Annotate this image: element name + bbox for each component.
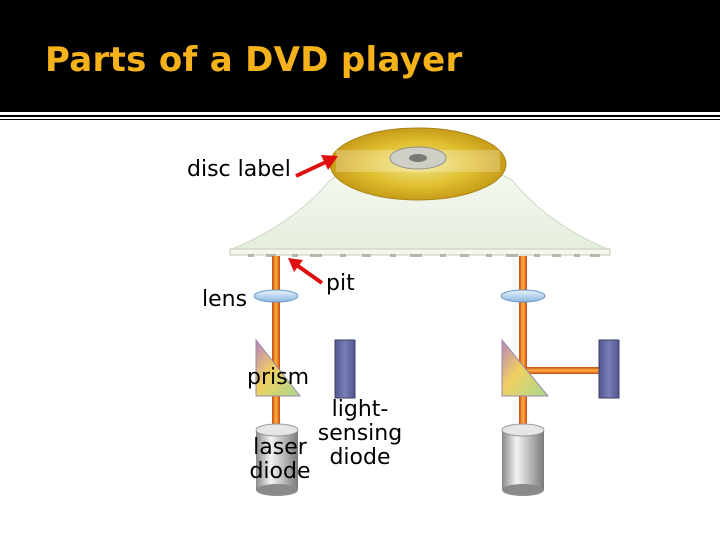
- title-bar: [0, 0, 720, 112]
- arrow-pit: [288, 258, 324, 285]
- divider-rule: [0, 115, 720, 117]
- disc-hole: [409, 154, 427, 162]
- label-disc-label: disc label: [187, 157, 291, 182]
- laser-beam-right-horizontal: [527, 367, 603, 374]
- light-sensing-diode-left: [334, 339, 356, 399]
- laser-beam-right: [519, 256, 527, 426]
- label-line: sensing: [317, 421, 403, 446]
- label-pit: pit: [326, 271, 355, 296]
- label-line: laser: [253, 435, 307, 460]
- label-light-sensing-diode: light- sensing diode: [308, 398, 412, 470]
- lens-left: [253, 289, 299, 303]
- laser-diode-right: [501, 423, 545, 496]
- arrow-disc-label: [295, 155, 338, 178]
- label-prism: prism: [247, 365, 310, 390]
- page-title: Parts of a DVD player: [45, 40, 463, 80]
- label-line: light-: [331, 397, 389, 422]
- lens-right: [500, 289, 546, 303]
- prism-right: [501, 338, 550, 397]
- label-line: diode: [329, 445, 391, 470]
- pit-marks: [248, 254, 600, 257]
- prism-left: [255, 338, 302, 397]
- laser-diode-left: [255, 423, 299, 496]
- laser-beam-left: [272, 256, 280, 426]
- label-line: diode: [249, 459, 311, 484]
- label-lens: lens: [202, 287, 248, 312]
- label-laser-diode: laser diode: [240, 436, 320, 484]
- light-sensing-diode-right: [598, 339, 620, 399]
- divider-rule-thin: [0, 119, 720, 120]
